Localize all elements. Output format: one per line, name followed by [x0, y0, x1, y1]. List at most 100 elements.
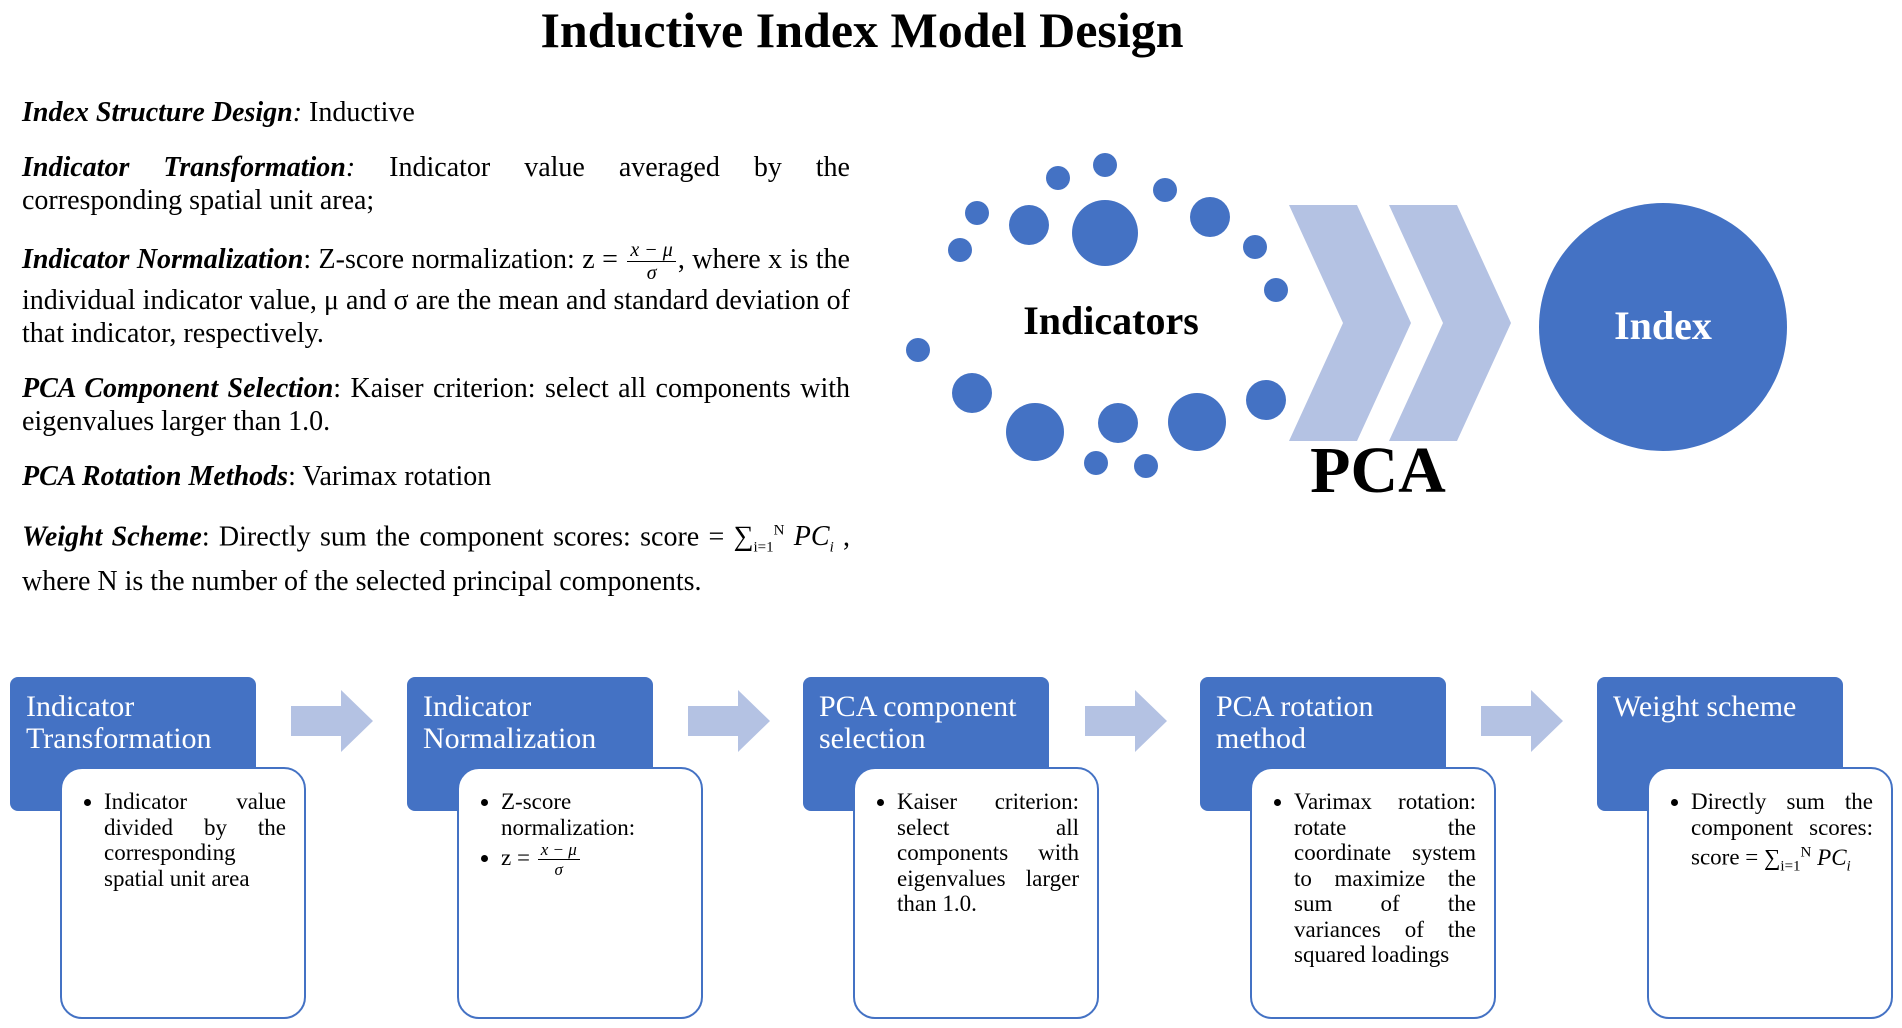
desc-structure-sep: : [292, 97, 303, 128]
desc-structure: Index Structure Design: Inductive [22, 96, 850, 129]
index-circle [1539, 203, 1787, 451]
pc-subscript: i [829, 539, 834, 556]
desc-rotation-label: PCA Rotation Methods [22, 461, 289, 492]
design-description: Index Structure Design: Inductive Indica… [22, 96, 850, 620]
sum-upper-limit: N [1800, 844, 1812, 860]
step-bullet: Indicator value divided by the correspon… [104, 789, 286, 891]
fraction-denominator: σ [554, 860, 563, 879]
step-arrow [1481, 690, 1563, 752]
desc-structure-text: Inductive [302, 97, 415, 128]
desc-rotation-text: Varimax rotation [295, 461, 492, 492]
arrow-shape [1085, 690, 1167, 752]
indicator-dot [1246, 380, 1286, 420]
step-detail-box: Directly sum the component scores: score… [1647, 767, 1893, 1019]
desc-weight: Weight Scheme: Directly sum the componen… [22, 515, 850, 598]
indicator-dot [948, 238, 972, 262]
indicator-dot [965, 201, 989, 225]
step-bullet-text: Z-score normalization: [501, 789, 636, 840]
desc-normalization-label: Indicator Normalization [22, 243, 304, 275]
indicators-label: Indicators [1023, 298, 1199, 343]
diagram-title: Inductive Index Model Design [540, 2, 1184, 58]
arrow-shape [688, 690, 770, 752]
indicator-dot [1072, 200, 1138, 266]
indicator-dot [1006, 403, 1064, 461]
step-bullet-list: Kaiser criterion: select all components … [875, 789, 1079, 917]
desc-weight-text-before: Directly sum the component scores: score… [209, 521, 734, 553]
pc-term: PC [1811, 844, 1847, 870]
step-bullet-text: Kaiser criterion: select all components … [897, 789, 1079, 916]
chevron-arrow-2 [1389, 205, 1511, 441]
pca-label: PCA [1310, 434, 1446, 507]
sum-upper-limit: N [773, 523, 785, 539]
indicator-dot [1046, 166, 1070, 190]
desc-structure-label: Index Structure Design [22, 97, 293, 128]
step-bullet-list: Indicator value divided by the correspon… [82, 789, 286, 891]
arrow-shape [1481, 690, 1563, 752]
step-arrow [1085, 690, 1167, 752]
desc-weight-text-after: , where N is the number of the selected … [22, 521, 851, 597]
indicator-dot [1134, 454, 1158, 478]
desc-transformation-label: Indicator Transformation [22, 152, 346, 183]
indicator-dot [906, 338, 930, 362]
step-detail-box: Z-score normalization:z = x − μσ [457, 767, 703, 1019]
indicator-dot [1093, 153, 1117, 177]
step-arrow [688, 690, 770, 752]
indicator-dot [1264, 278, 1288, 302]
step-bullet-text: Directly sum the component scores: score… [1691, 789, 1873, 870]
step-bullet-text: Varimax rotation: rotate the coordinate … [1294, 789, 1476, 967]
step-bullet: Directly sum the component scores: score… [1691, 789, 1873, 880]
step-bullet: z = x − μσ [501, 840, 683, 879]
fraction-numerator: x − μ [627, 239, 676, 262]
desc-component-selection-sep: : [333, 373, 342, 404]
step-detail-box: Varimax rotation: rotate the coordinate … [1250, 767, 1496, 1019]
desc-weight-label: Weight Scheme [22, 521, 202, 553]
step-detail-box: Indicator value divided by the correspon… [60, 767, 306, 1019]
sum-symbol: ∑ [733, 521, 754, 553]
pc-term: PC [793, 521, 830, 553]
step-bullet: Varimax rotation: rotate the coordinate … [1294, 789, 1476, 968]
indicator-dot [1084, 451, 1108, 475]
desc-component-selection-text: Kaiser criterion: select all components … [22, 373, 851, 437]
step-bullet: Kaiser criterion: select all components … [897, 789, 1079, 917]
step-bullet-text: z = [501, 844, 536, 870]
arrow-shape [291, 690, 373, 752]
desc-transformation: Indicator Transformation: Indicator valu… [22, 151, 850, 217]
desc-component-selection: PCA Component Selection: Kaiser criterio… [22, 372, 850, 438]
step-bullet-list: Z-score normalization:z = x − μσ [479, 789, 683, 879]
indicator-dot [1190, 197, 1230, 237]
pc-subscript: i [1846, 858, 1851, 875]
sum-lower-limit: i=1 [1780, 858, 1801, 875]
indicator-dot [1243, 235, 1267, 259]
step-arrow [291, 690, 373, 752]
indicator-dot [1153, 178, 1177, 202]
sum-symbol: ∑ [1764, 844, 1781, 870]
desc-rotation: PCA Rotation Methods: Varimax rotation [22, 460, 850, 493]
sum-formula: ∑i=1N PCi [733, 521, 834, 556]
desc-component-selection-label: PCA Component Selection [22, 373, 334, 404]
desc-normalization-text-before: Z-score normalization: z = [311, 243, 626, 275]
desc-normalization-text-after: , where x is the individual indicator va… [22, 243, 850, 349]
desc-normalization: Indicator Normalization: Z-score normali… [22, 239, 850, 350]
desc-transformation-text: Indicator value averaged by the correspo… [22, 152, 850, 216]
fraction-denominator: σ [646, 262, 657, 284]
fraction-numerator: x − μ [537, 840, 580, 860]
indicator-dot [1098, 403, 1138, 443]
indicator-dot [952, 373, 992, 413]
desc-weight-sep: : [201, 521, 210, 553]
indicator-dot [1009, 205, 1049, 245]
desc-normalization-sep: : [303, 243, 312, 275]
step-detail-box: Kaiser criterion: select all components … [853, 767, 1099, 1019]
pca-graphic: Indicators Index PCA [906, 153, 1787, 507]
step-bullet-text: Indicator value divided by the correspon… [104, 789, 286, 891]
step-bullet: Z-score normalization: [501, 789, 683, 840]
sum-formula: ∑i=1N PCi [1764, 844, 1851, 874]
desc-transformation-sep: : [345, 152, 356, 183]
step-bullet-list: Varimax rotation: rotate the coordinate … [1272, 789, 1476, 968]
step-bullet-list: Directly sum the component scores: score… [1669, 789, 1873, 880]
chevron-arrow-1 [1289, 205, 1411, 441]
desc-rotation-sep: : [288, 461, 296, 492]
sum-lower-limit: i=1 [753, 539, 774, 556]
indicator-dots [906, 153, 1288, 478]
